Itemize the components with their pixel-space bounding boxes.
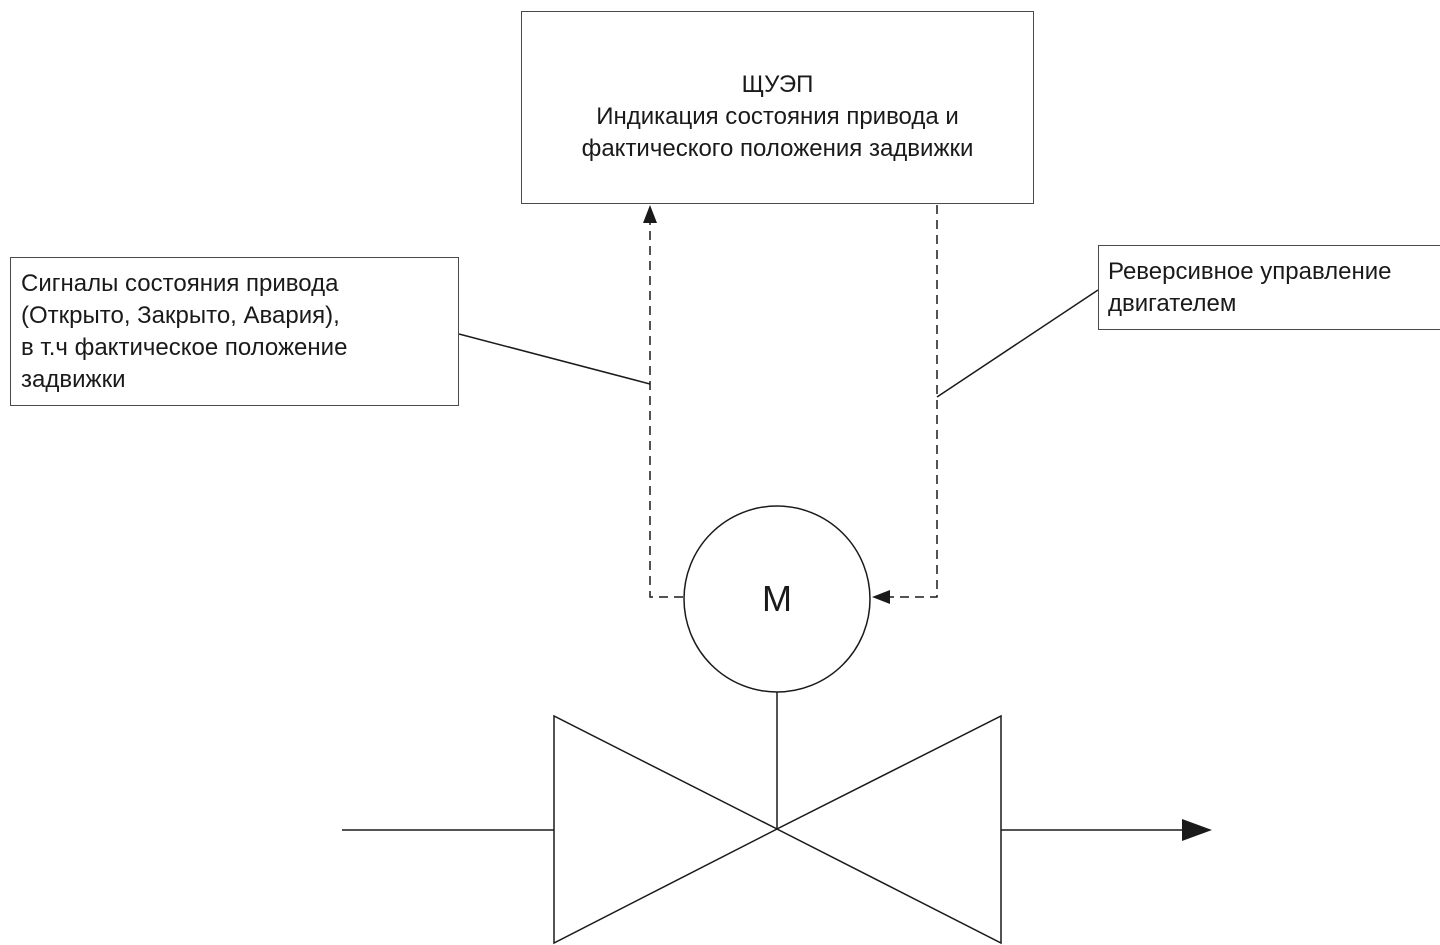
motor-circle <box>683 505 871 693</box>
reverse-control-dashed-line <box>890 205 938 598</box>
reverse-callout-leader <box>936 289 1099 398</box>
status-signals-line-2: (Открыто, Закрыто, Авария), <box>21 302 340 329</box>
status-signal-dashed-line <box>649 222 683 598</box>
control-panel-desc-line-2: фактического положения задвижки <box>581 135 974 162</box>
signals-callout-leader <box>458 333 651 385</box>
valve-left-triangle <box>553 714 779 945</box>
control-panel-desc-line-1: Индикация состояния привода и <box>596 103 959 130</box>
status-signals-line-3: в т.ч фактическое положение <box>21 334 348 361</box>
status-signal-arrowhead <box>643 205 657 223</box>
control-panel-box: ЩУЭП Индикация состояния привода и факти… <box>521 11 1034 204</box>
flow-direction-arrowhead <box>1182 819 1212 841</box>
reverse-control-line-1: Реверсивное управление <box>1108 258 1392 285</box>
status-signals-line-4: задвижки <box>21 366 126 393</box>
reverse-control-arrowhead <box>872 590 890 604</box>
status-signals-callout: Сигналы состояния привода (Открыто, Закр… <box>10 257 459 406</box>
valve-right-triangle <box>775 714 1002 945</box>
reverse-control-line-2: двигателем <box>1108 290 1237 317</box>
control-panel-title: ЩУЭП <box>741 71 814 98</box>
reverse-control-callout: Реверсивное управление двигателем <box>1098 245 1440 330</box>
status-signals-line-1: Сигналы состояния привода <box>21 270 339 297</box>
